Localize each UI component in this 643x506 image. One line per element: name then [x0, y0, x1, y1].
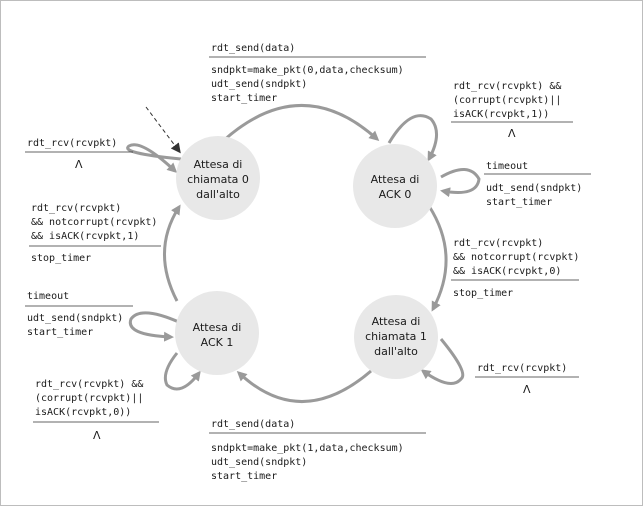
- transition-event: (corrupt(rcvpkt)||: [453, 95, 561, 106]
- transition-event: timeout: [486, 161, 528, 172]
- transition-event: && isACK(rcvpkt,1): [31, 231, 139, 242]
- label-ack1-timeout: timeout udt_send(sndpkt) start_timer: [25, 291, 133, 338]
- transition-action: start_timer: [486, 197, 552, 208]
- state-wait-ack-0: Attesa di ACK 0: [353, 144, 437, 228]
- loop-ack1-timeout: [128, 311, 182, 342]
- loop-ack1-corrupt: [163, 352, 201, 391]
- initial-arrow: [145, 106, 181, 154]
- transition-event: rdt_rcv(rcvpkt): [477, 363, 567, 374]
- transition-event: (corrupt(rcvpkt)||: [35, 393, 143, 404]
- edge-ack0-to-call1: [427, 205, 448, 312]
- state-wait-call-1: Attesa di chiamata 1 dall'alto: [354, 295, 438, 379]
- loop-ack0-timeout: [440, 168, 481, 198]
- loop-call0: [126, 143, 182, 174]
- transition-action: stop_timer: [453, 288, 513, 299]
- label-top: rdt_send(data) sndpkt=make_pkt(0,data,ch…: [209, 43, 426, 104]
- state-label-line: Attesa di: [371, 173, 420, 186]
- transition-event: && isACK(rcvpkt,0): [453, 266, 561, 277]
- transition-event: && notcorrupt(rcvpkt): [453, 252, 579, 263]
- transition-action: start_timer: [211, 471, 277, 482]
- edge-ack1-to-call0: [163, 204, 181, 302]
- edge-call1-to-ack1: [236, 369, 372, 403]
- loop-call1: [420, 338, 465, 385]
- transition-action: Λ: [93, 429, 101, 442]
- transition-event: rdt_send(data): [211, 419, 295, 430]
- state-label-line: ACK 1: [201, 336, 234, 349]
- transition-event: rdt_rcv(rcvpkt): [31, 203, 121, 214]
- transition-action: udt_send(sndpkt): [211, 79, 307, 90]
- transition-action: Λ: [523, 383, 531, 396]
- transition-event: rdt_rcv(rcvpkt) &&: [453, 81, 561, 92]
- transition-event: rdt_send(data): [211, 43, 295, 54]
- state-label-line: Attesa di: [194, 158, 243, 171]
- state-label-line: Attesa di: [193, 321, 242, 334]
- label-ack0-timeout: timeout udt_send(sndpkt) start_timer: [484, 161, 591, 208]
- transition-event: isACK(rcvpkt,1)): [453, 109, 549, 120]
- state-label-line: dall'alto: [196, 188, 240, 201]
- transition-event: rdt_rcv(rcvpkt) &&: [35, 379, 143, 390]
- transition-action: sndpkt=make_pkt(1,data,checksum): [211, 443, 404, 454]
- state-wait-ack-1: Attesa di ACK 1: [175, 291, 259, 375]
- label-call1-self: rdt_rcv(rcvpkt) Λ: [475, 363, 579, 396]
- state-wait-call-0: Attesa di chiamata 0 dall'alto: [176, 136, 260, 220]
- transition-event: && notcorrupt(rcvpkt): [31, 217, 157, 228]
- state-label-line: dall'alto: [374, 345, 418, 358]
- transition-event: isACK(rcvpkt,0)): [35, 407, 131, 418]
- label-right: rdt_rcv(rcvpkt) && notcorrupt(rcvpkt) &&…: [451, 238, 579, 299]
- edge-call0-to-ack0: [221, 104, 380, 143]
- transition-action: udt_send(sndpkt): [211, 457, 307, 468]
- label-call0-self: rdt_rcv(rcvpkt) Λ: [25, 138, 133, 171]
- label-ack0-corrupt: rdt_rcv(rcvpkt) && (corrupt(rcvpkt)|| is…: [451, 81, 573, 140]
- transition-action: sndpkt=make_pkt(0,data,checksum): [211, 65, 404, 76]
- transition-event: rdt_rcv(rcvpkt): [453, 238, 543, 249]
- label-ack1-corrupt: rdt_rcv(rcvpkt) && (corrupt(rcvpkt)|| is…: [33, 379, 159, 442]
- transition-action: stop_timer: [31, 253, 91, 264]
- loop-ack0-corrupt: [387, 114, 438, 162]
- transition-action: Λ: [508, 127, 516, 140]
- state-label-line: chiamata 1: [365, 330, 427, 343]
- state-label-line: Attesa di: [372, 315, 421, 328]
- transition-event: timeout: [27, 291, 69, 302]
- state-label-line: chiamata 0: [187, 173, 249, 186]
- label-left: rdt_rcv(rcvpkt) && notcorrupt(rcvpkt) &&…: [29, 203, 161, 264]
- state-label-line: ACK 0: [379, 188, 412, 201]
- transition-action: udt_send(sndpkt): [27, 313, 123, 324]
- transition-action: start_timer: [27, 327, 93, 338]
- transition-action: Λ: [75, 158, 83, 171]
- transition-action: udt_send(sndpkt): [486, 183, 582, 194]
- label-bottom: rdt_send(data) sndpkt=make_pkt(1,data,ch…: [209, 419, 426, 482]
- transition-event: rdt_rcv(rcvpkt): [27, 138, 117, 149]
- transition-action: start_timer: [211, 93, 277, 104]
